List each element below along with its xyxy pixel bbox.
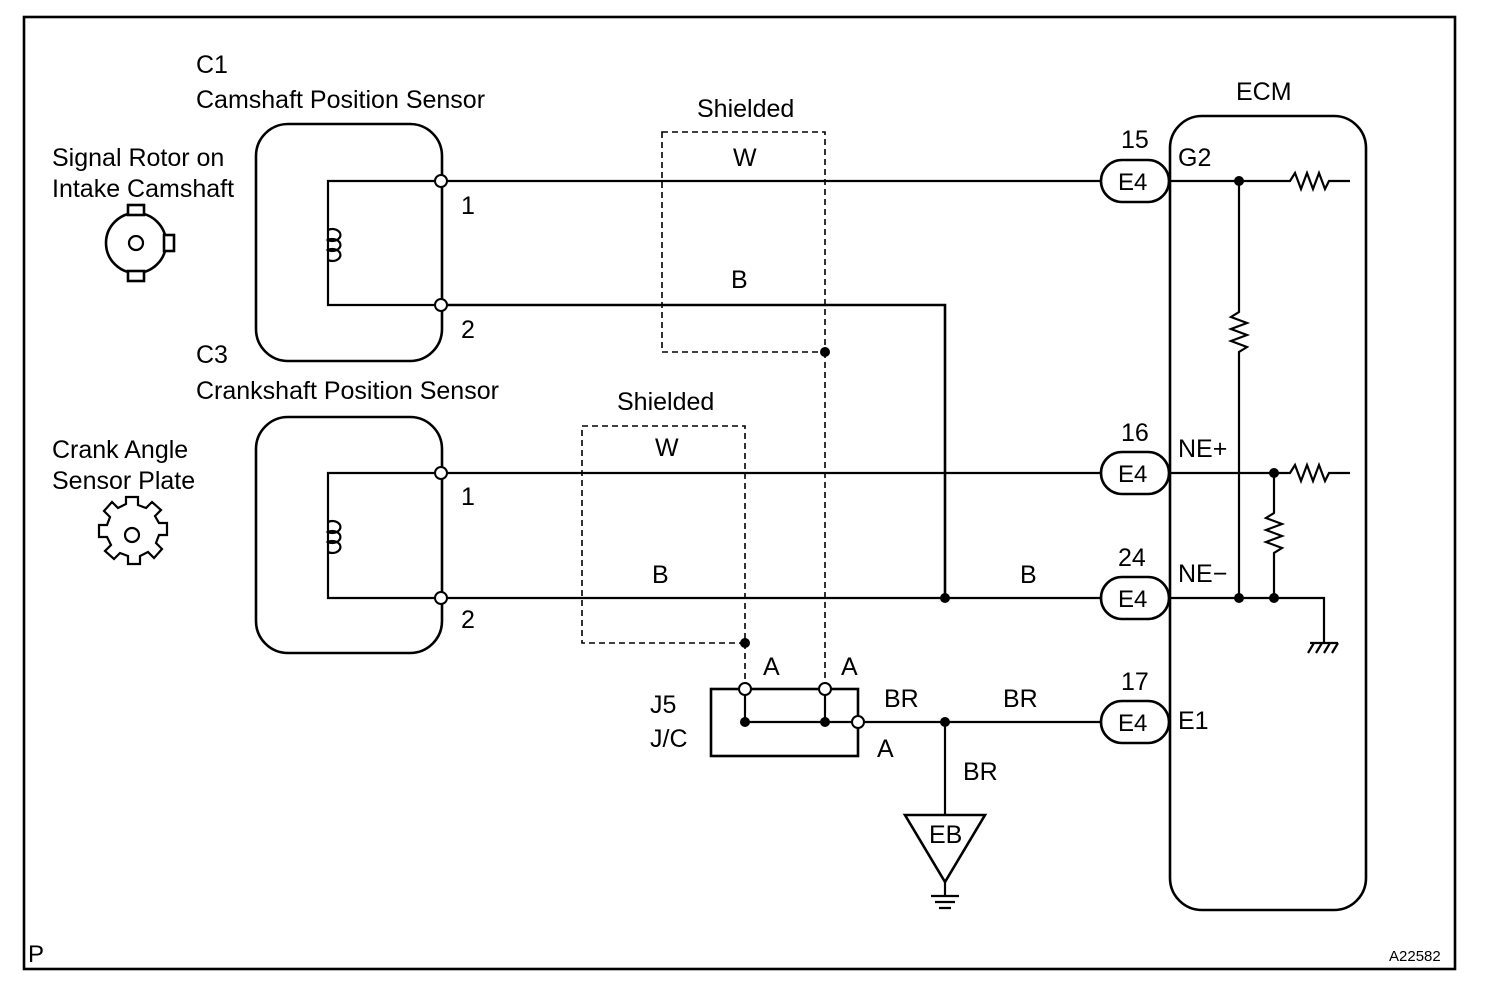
ground-wire-color: BR (963, 758, 998, 786)
cam-rotor-label-1: Signal Rotor on (52, 144, 224, 172)
cam-pin2-terminal (434, 298, 448, 312)
junction-terminal-a1 (738, 682, 752, 696)
crank-pin1-label: 1 (461, 483, 475, 511)
junction-terminal-a2 (818, 682, 832, 696)
junction-splice-2 (820, 717, 830, 727)
svg-text:E4: E4 (1118, 461, 1147, 488)
crank-pin2-label: 2 (461, 606, 475, 634)
ne-minus-splice-dot (940, 593, 950, 603)
cam-shield-label: Shielded (697, 95, 794, 123)
junction-terminal-a3 (851, 715, 865, 729)
cam-black-wire-color: B (731, 266, 748, 294)
crank-sensor-id: C3 (196, 341, 228, 369)
ecm-pin-ne-minus: E4 24 NE− (1099, 544, 1227, 621)
crank-shield-label: Shielded (617, 388, 714, 416)
diagram-frame (22, 15, 1457, 971)
cam-sensor-name: Camshaft Position Sensor (196, 86, 485, 114)
junction-type: J/C (650, 725, 688, 753)
junction-id: J5 (650, 691, 676, 719)
ecm-pin-ne-minus-signal: NE− (1178, 560, 1227, 588)
junction-terminal-a1-label: A (763, 653, 780, 681)
ecm-pin-g2-signal: G2 (1178, 144, 1211, 172)
cam-pin1-label: 1 (461, 192, 475, 220)
cam-shield-box (661, 131, 826, 353)
ecm-body (1168, 114, 1368, 912)
ecm-pin-ne-plus-signal: NE+ (1178, 435, 1227, 463)
ecm-pin-e1: E4 17 E1 (1099, 668, 1209, 745)
ground-point-label: EB (929, 821, 962, 849)
diagram-code: A22582 (1389, 948, 1441, 965)
crank-plate-label-1: Crank Angle (52, 436, 188, 464)
ecm-pin-e1-number: 17 (1121, 668, 1149, 696)
crank-coil-icon (325, 519, 342, 555)
corner-letter: P (28, 941, 44, 968)
svg-text:E4: E4 (1118, 169, 1147, 196)
junction-terminal-a2-label: A (841, 653, 858, 681)
crank-shield-box (581, 425, 746, 644)
g2-wire-color: W (733, 144, 757, 172)
cam-sensor-body (254, 122, 444, 363)
gear-icon (97, 495, 169, 566)
cam-pin1-terminal (434, 174, 448, 188)
ecm-pin-g2: E4 15 G2 (1099, 126, 1211, 204)
crank-sensor-body (254, 415, 444, 655)
ecm-label: ECM (1236, 78, 1292, 106)
junction-splice-1 (740, 717, 750, 727)
junction-internal-bus (743, 689, 858, 724)
ecm-pin-e1-signal: E1 (1178, 707, 1209, 735)
ecm-pin-ne-minus-number: 24 (1118, 544, 1146, 572)
cam-rotor-label-2: Intake Camshaft (52, 175, 234, 203)
e1-wire-color-right: BR (1003, 685, 1038, 713)
junction-terminal-a3-label: A (877, 735, 894, 763)
cam-sensor-id: C1 (196, 51, 228, 79)
ecm-pin-ne-plus-number: 16 (1121, 419, 1149, 447)
e1-wire-color-left: BR (884, 685, 919, 713)
ecm-pin-g2-number: 15 (1121, 126, 1149, 154)
cam-coil-icon (325, 227, 342, 263)
crank-pin2-terminal (434, 591, 448, 605)
cam-pin2-label: 2 (461, 316, 475, 344)
ground-point-icon (902, 813, 988, 910)
crank-plate-label-2: Sensor Plate (52, 467, 195, 495)
cam-sensor-loop (326, 179, 441, 307)
ne-minus-wire-color-left: B (652, 561, 669, 589)
crank-pin1-terminal (434, 466, 448, 480)
ecm-internal-circuit (1169, 169, 1350, 654)
ne-plus-wire-color: W (655, 434, 679, 462)
cam-ground-wire (447, 303, 947, 598)
ne-minus-wire-color-right: B (1020, 561, 1037, 589)
crank-sensor-name: Crankshaft Position Sensor (196, 377, 499, 405)
signal-rotor-icon (104, 203, 176, 283)
crank-sensor-loop (326, 471, 441, 600)
ecm-pin-ne-plus: E4 16 NE+ (1099, 419, 1227, 496)
svg-text:E4: E4 (1118, 586, 1147, 613)
svg-text:E4: E4 (1118, 710, 1147, 737)
